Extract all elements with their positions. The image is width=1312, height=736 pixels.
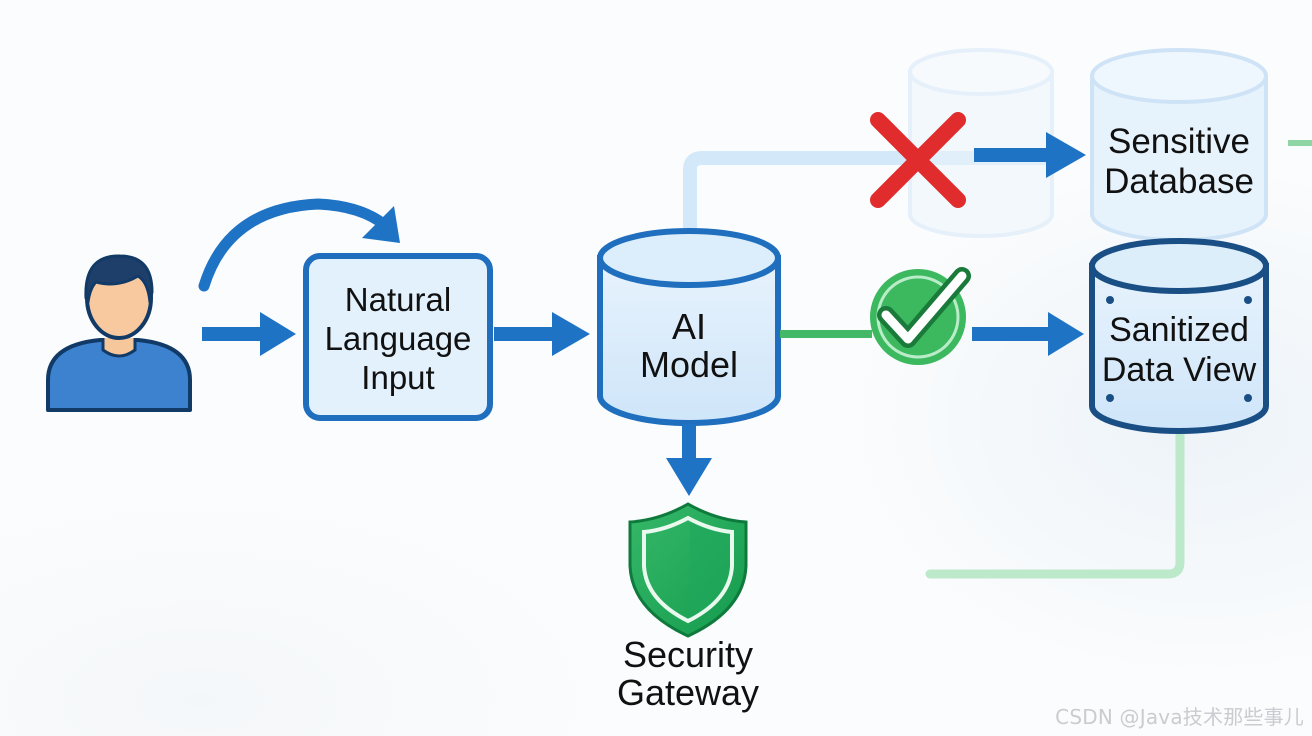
label-line: Database	[1104, 162, 1254, 201]
label-line: Input	[361, 359, 435, 396]
arrow-to-sensitive-database	[974, 132, 1086, 178]
arrow-ai-to-gateway	[666, 424, 712, 496]
label-line: Natural	[344, 281, 452, 318]
sanitized-data-view-node	[1089, 238, 1269, 434]
natural-language-input-label: Natural Language Input	[306, 280, 490, 397]
label-line: Data View	[1101, 351, 1257, 389]
user-icon	[46, 254, 192, 412]
label-line: Sensitive	[1107, 122, 1251, 161]
check-icon	[870, 267, 971, 365]
watermark: CSDN @Java技术那些事儿	[1055, 705, 1304, 729]
shield-icon	[628, 502, 748, 638]
ai-to-sensitive-connector	[683, 151, 1067, 239]
sensitive-database-label: Sensitive Database	[1088, 122, 1270, 202]
arrow-to-sanitized-view	[972, 312, 1084, 356]
natural-language-input-node	[303, 253, 493, 421]
security-gateway-label: Security Gateway	[588, 636, 788, 712]
ai-model-label: AI Model	[600, 308, 778, 384]
label-line: Model	[639, 344, 739, 385]
label-line: Gateway	[616, 672, 760, 713]
arrow-input-to-ai	[494, 312, 590, 356]
label-line: Security	[622, 634, 754, 675]
sanitized-to-output-connector	[925, 425, 1185, 579]
ai-model-node	[597, 228, 781, 426]
label-line: AI	[671, 306, 706, 347]
sanitized-data-view-label: Sanitized Data View	[1088, 310, 1270, 390]
cross-icon	[870, 112, 966, 208]
label-line: Language	[324, 320, 472, 357]
arrow-user-to-input	[202, 312, 296, 356]
curved-arrow-icon	[198, 198, 400, 292]
label-line: Sanitized	[1109, 311, 1249, 349]
sensitive-database-node	[1090, 48, 1268, 242]
